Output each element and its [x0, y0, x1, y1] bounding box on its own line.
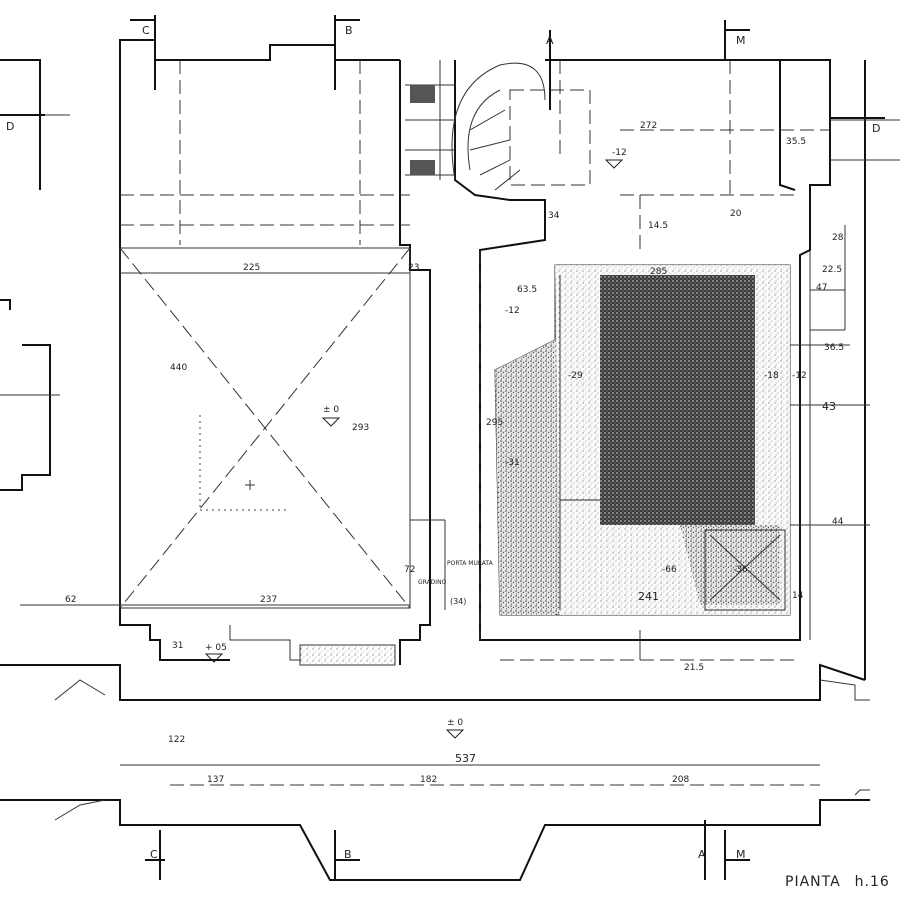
svg-text:537: 537	[455, 752, 476, 765]
svg-text:72: 72	[404, 565, 415, 575]
svg-text:44: 44	[832, 517, 844, 527]
svg-text:43: 43	[822, 400, 836, 413]
svg-text:63.5: 63.5	[517, 285, 537, 295]
sheet-caption: PIANTA h.16	[785, 874, 900, 890]
svg-text:A: A	[546, 34, 554, 47]
level-marker: + 05	[204, 643, 227, 663]
left-room	[119, 60, 446, 666]
svg-text:C: C	[142, 24, 150, 37]
svg-text:36.5: 36.5	[824, 343, 844, 353]
note-porta-murata: PORTA MURATA	[447, 560, 494, 567]
svg-text:295: 295	[486, 418, 503, 428]
svg-text:285: 285	[650, 267, 667, 277]
svg-text:182: 182	[420, 775, 437, 785]
svg-text:208: 208	[672, 775, 689, 785]
svg-text:440: 440	[170, 363, 187, 373]
svg-text:D: D	[872, 122, 880, 135]
svg-text:-12: -12	[505, 306, 520, 316]
svg-text:GRADINO: GRADINO	[418, 579, 447, 586]
svg-text:293: 293	[352, 423, 369, 433]
courtyard	[479, 250, 791, 640]
level-marker: -31	[505, 458, 520, 468]
right-top-room	[620, 60, 900, 250]
svg-text:-29: -29	[568, 371, 583, 381]
sheet-height-label: h.16	[854, 874, 890, 890]
section-mark-m-bottom: M	[724, 830, 750, 880]
section-mark-d-left: D	[0, 114, 45, 133]
svg-text:272: 272	[640, 121, 657, 131]
note-parenthetical: (34)	[450, 597, 466, 606]
svg-text:35.5: 35.5	[786, 137, 806, 147]
svg-text:PORTA MURATA: PORTA MURATA	[447, 560, 494, 567]
svg-text:137: 137	[207, 775, 224, 785]
svg-text:62: 62	[65, 595, 76, 605]
level-marker: -12	[505, 306, 520, 316]
svg-text:D: D	[6, 120, 14, 133]
street-corridor	[0, 663, 870, 881]
level-marker: ± 0	[445, 718, 465, 739]
dimension-lines	[20, 272, 820, 786]
svg-text:B: B	[345, 24, 353, 37]
svg-text:-12: -12	[612, 148, 627, 158]
right-dimension-strip	[790, 225, 870, 640]
svg-text:225: 225	[243, 263, 260, 273]
section-mark-a-bottom: A	[698, 820, 706, 880]
level-marker: -29	[568, 371, 583, 381]
svg-text:M: M	[736, 34, 746, 47]
svg-text:22.5: 22.5	[822, 265, 842, 275]
svg-text:+ 05: + 05	[205, 643, 227, 653]
svg-text:122: 122	[168, 735, 185, 745]
svg-text:-31: -31	[505, 458, 520, 468]
svg-text:237: 237	[260, 595, 277, 605]
svg-text:C: C	[150, 848, 158, 861]
svg-text:23: 23	[408, 263, 419, 273]
level-marker: -12	[792, 371, 807, 381]
svg-text:-36: -36	[733, 565, 748, 575]
level-marker: ± 0	[321, 405, 341, 427]
svg-text:-12: -12	[792, 371, 807, 381]
svg-text:47: 47	[816, 283, 827, 293]
note-gradino: GRADINO	[418, 579, 447, 586]
svg-text:21.5: 21.5	[684, 663, 704, 673]
level-marker: -18	[764, 371, 779, 381]
svg-text:-18: -18	[764, 371, 779, 381]
section-mark-m-top: M	[724, 20, 750, 60]
dimension-labels: 225 440 293 237 62 72 31 272 295 285 63.…	[65, 121, 844, 785]
sheet-title: PIANTA	[785, 874, 841, 890]
svg-text:31: 31	[172, 641, 183, 651]
section-mark-c-bottom-left: C	[145, 830, 165, 880]
svg-text:34: 34	[548, 211, 560, 221]
dark-stipple-area	[600, 275, 755, 525]
svg-text:14: 14	[792, 591, 804, 601]
svg-text:± 0: ± 0	[323, 405, 339, 415]
level-marker: -66	[662, 565, 677, 575]
level-marker: -36	[733, 565, 748, 575]
section-mark-c-top-left: C	[130, 15, 156, 90]
svg-text:14.5: 14.5	[648, 221, 668, 231]
svg-text:241: 241	[638, 590, 659, 603]
level-marker: -12	[604, 148, 627, 169]
section-mark-b-top: B	[334, 15, 360, 90]
svg-text:B: B	[344, 848, 352, 861]
svg-text:28: 28	[832, 233, 844, 243]
svg-text:(34): (34)	[450, 597, 466, 606]
svg-text:20: 20	[730, 209, 742, 219]
svg-text:A: A	[698, 848, 706, 861]
section-mark-b-bottom: B	[334, 830, 360, 880]
section-mark-d-right: D	[830, 117, 885, 135]
svg-text:M: M	[736, 848, 746, 861]
section-mark-a-top: A	[546, 30, 554, 110]
spiral-stair	[410, 60, 591, 191]
svg-text:-66: -66	[662, 565, 677, 575]
svg-text:± 0: ± 0	[447, 718, 463, 728]
